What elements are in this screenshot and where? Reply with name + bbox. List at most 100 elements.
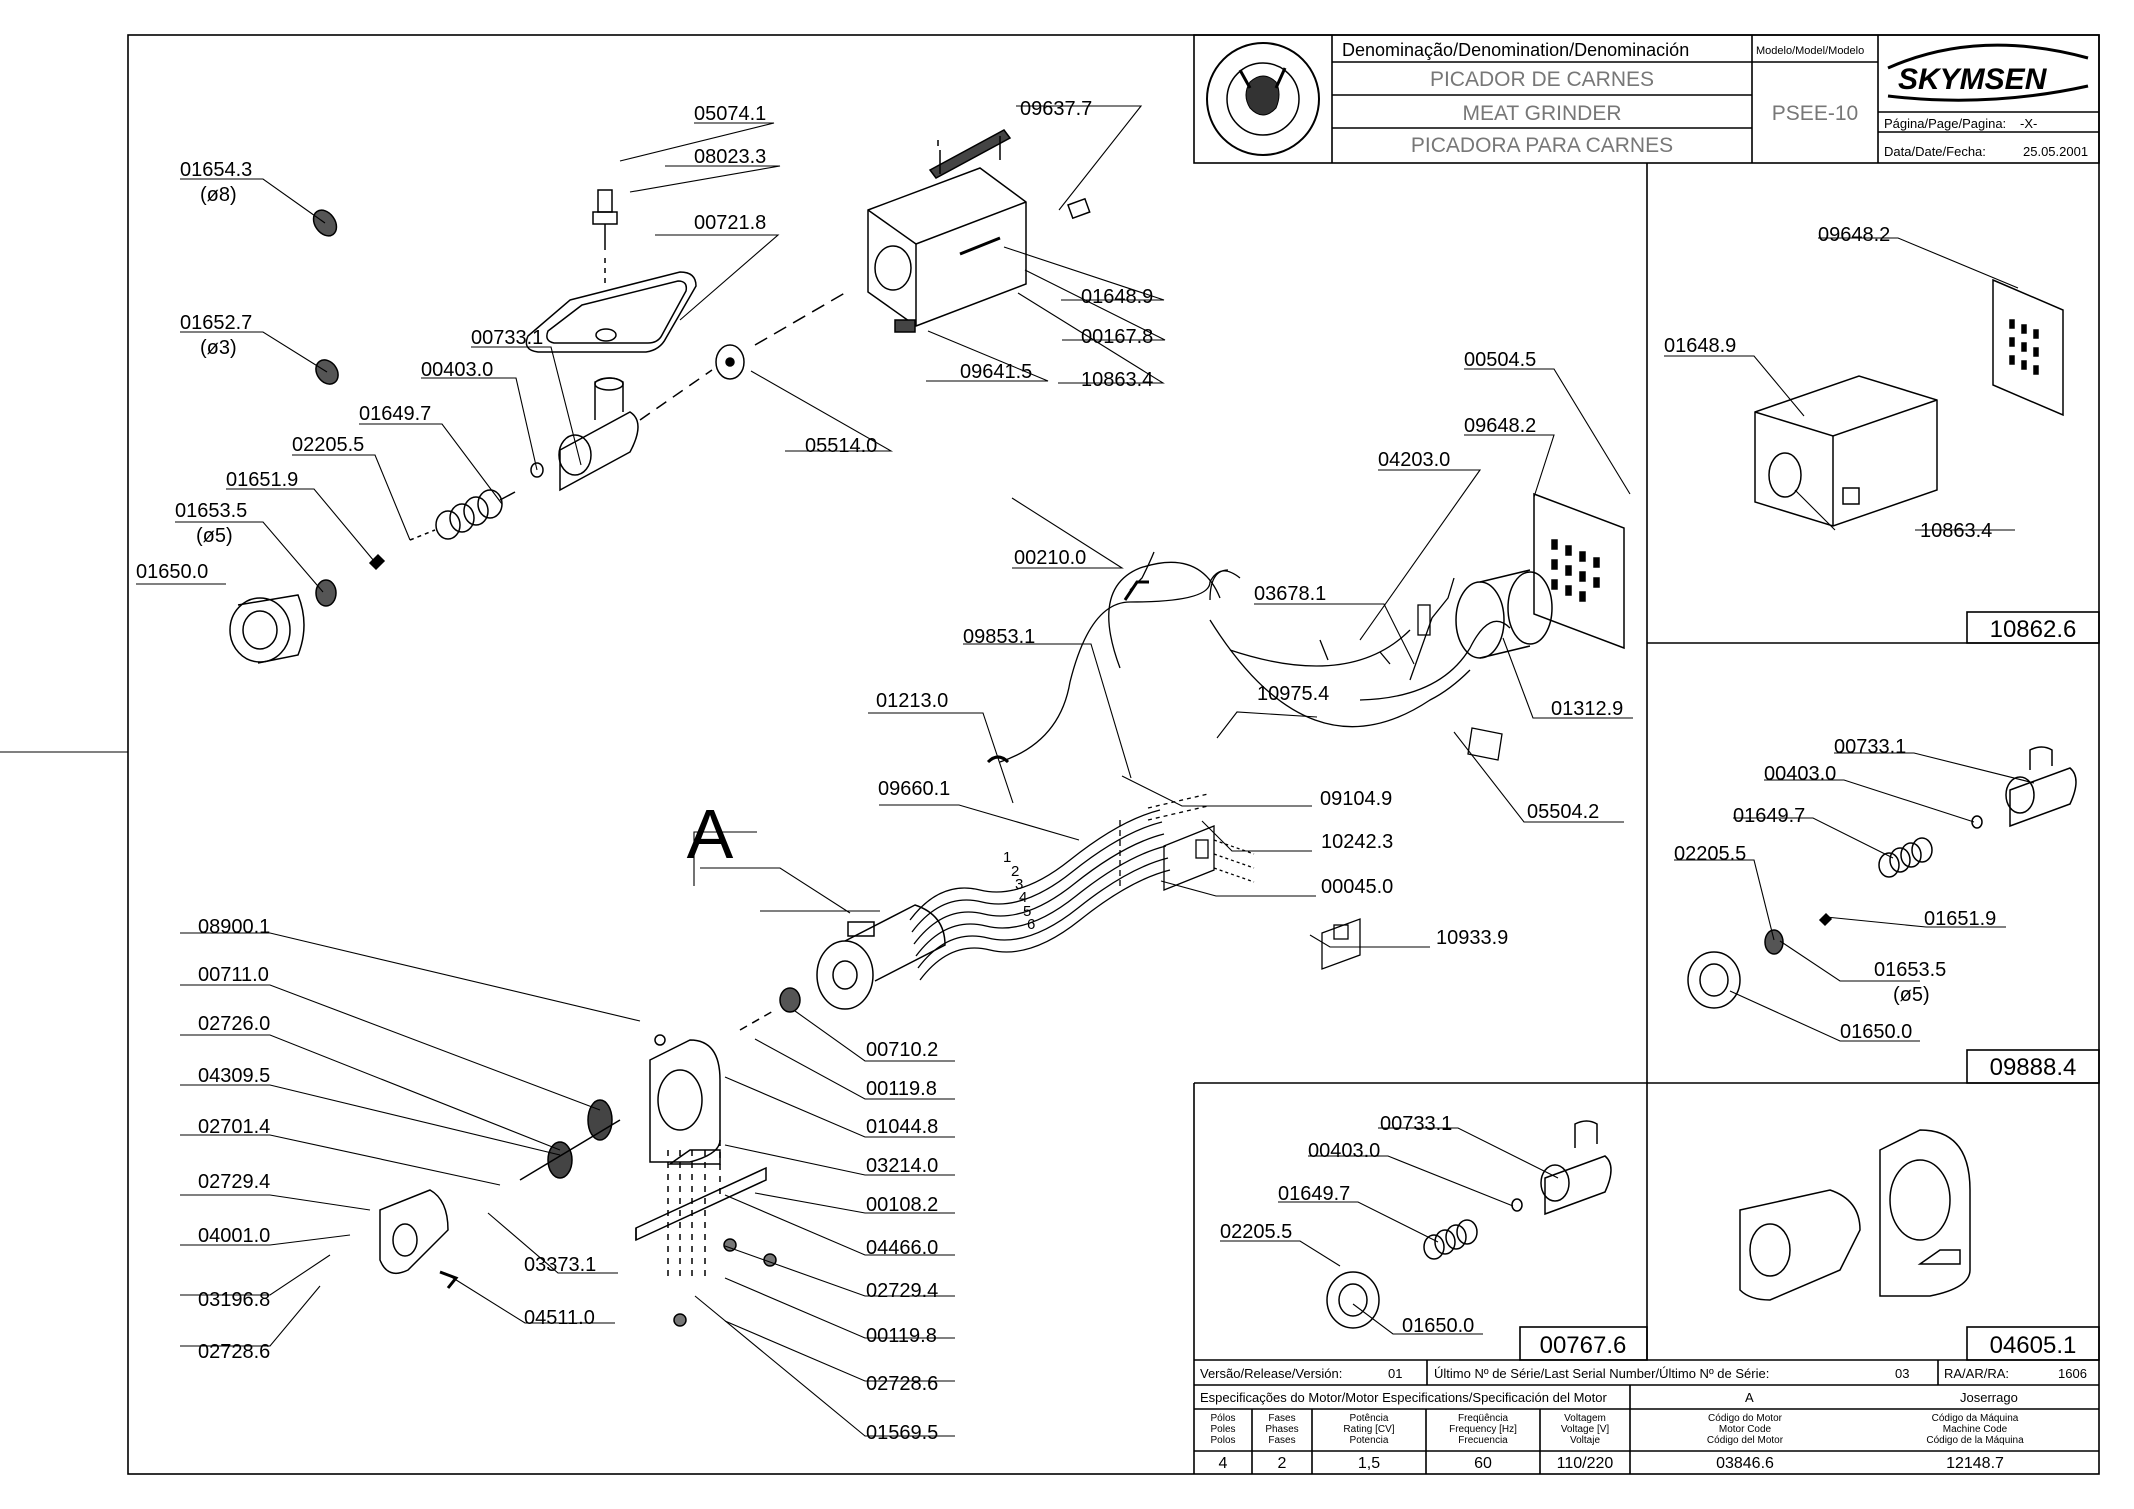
spec-value: 110/220 <box>1557 1455 1614 1472</box>
spec-value: 60 <box>1474 1455 1492 1472</box>
panel-09888-labels: 00733.1 00403.0 01649.7 02205.5 01651.9 … <box>1674 736 2076 1081</box>
wire-number: 1 <box>1003 849 1011 866</box>
part-label: 00108.2 <box>866 1194 938 1216</box>
fan-cover-parts <box>1455 492 1625 659</box>
part-label: 02205.5 <box>292 434 364 456</box>
motor-specs-table: Especificações do Motor/Motor Especifica… <box>1200 1390 2024 1472</box>
callout-a: A <box>687 795 734 873</box>
wire-number: 2 <box>1011 863 1019 880</box>
part-label: 09648.2 <box>1818 224 1890 246</box>
date-label: Data/Date/Fecha: <box>1884 144 1986 159</box>
electrical-parts <box>909 551 1511 981</box>
part-label: 08023.3 <box>694 146 766 168</box>
wire-number: 4 <box>1019 889 1027 906</box>
name-pt: PICADOR DE CARNES <box>1430 68 1654 91</box>
spec-label: Código de la Máquina <box>1926 1435 2024 1446</box>
part-label: 03373.1 <box>524 1254 596 1276</box>
part-label: 09648.2 <box>1464 415 1536 437</box>
part-label: 00403.0 <box>1308 1140 1380 1162</box>
version-label: Versão/Release/Versión: <box>1200 1366 1342 1381</box>
part-label: (ø3) <box>200 337 237 359</box>
part-label: 08900.1 <box>198 916 270 938</box>
panel-00767-head <box>1326 1120 1612 1329</box>
part-label: (ø8) <box>200 184 237 206</box>
date-value: 25.05.2001 <box>2023 144 2088 159</box>
spec-label: Fases <box>1268 1435 1295 1446</box>
wire-number: 5 <box>1023 903 1031 920</box>
part-label: 00403.0 <box>421 359 493 381</box>
name-es: PICADORA PARA CARNES <box>1411 134 1673 157</box>
grinder-head-parts <box>229 129 1091 664</box>
spec-label: Potência <box>1350 1413 1389 1424</box>
part-label: 04001.0 <box>198 1225 270 1247</box>
part-label: 02729.4 <box>866 1280 938 1302</box>
part-label: 01044.8 <box>866 1116 938 1138</box>
part-label: 09853.1 <box>963 626 1035 648</box>
part-label: 10242.3 <box>1321 831 1393 853</box>
part-label: 02728.6 <box>866 1373 938 1395</box>
part-label: 05074.1 <box>694 103 766 125</box>
part-label: 01648.9 <box>1664 335 1736 357</box>
panel-10862-housing <box>1754 278 2064 527</box>
name-en: MEAT GRINDER <box>1462 102 1621 125</box>
part-label: 00167.8 <box>1081 326 1153 348</box>
part-label: 10933.9 <box>1436 927 1508 949</box>
part-label: 00119.8 <box>866 1325 937 1347</box>
spec-label: Pólos <box>1210 1413 1235 1424</box>
page-value: -X- <box>2020 116 2037 131</box>
part-label: 00721.8 <box>694 212 766 234</box>
part-label: 10863.4 <box>1081 369 1153 391</box>
page-label: Página/Page/Pagina: <box>1884 116 2006 131</box>
spec-label: Freqüência <box>1458 1413 1508 1424</box>
spec-label: Fases <box>1268 1413 1295 1424</box>
skymsen-logo: SKYMSEN <box>1887 43 2089 102</box>
spec-label: Voltaje <box>1570 1435 1600 1446</box>
part-label: 01312.9 <box>1551 698 1623 720</box>
part-label: 00733.1 <box>1834 736 1906 758</box>
ra-label: RA/AR/RA: <box>1944 1366 2009 1381</box>
part-label: 01648.9 <box>1081 286 1153 308</box>
part-label: 02726.0 <box>198 1013 270 1035</box>
part-labels-main: 01654.3 (ø8) 01652.7 (ø3) 05074.1 08023.… <box>136 98 1623 1444</box>
part-label: 00733.1 <box>1380 1113 1452 1135</box>
spec-label: Voltagem <box>1564 1413 1606 1424</box>
part-label: (ø5) <box>196 525 233 547</box>
brand-text: SKYMSEN <box>1898 63 2048 96</box>
part-label: 01213.0 <box>876 690 948 712</box>
part-label: 02205.5 <box>1220 1221 1292 1243</box>
panel-04605-gearbox <box>1739 1129 1971 1301</box>
specs-col-a: A <box>1745 1390 1754 1405</box>
wire-number: 3 <box>1015 876 1023 893</box>
part-label: 02205.5 <box>1674 843 1746 865</box>
part-label: 01569.5 <box>866 1422 938 1444</box>
model-header: Modelo/Model/Modelo <box>1756 45 1864 57</box>
part-label: 05504.2 <box>1527 801 1599 823</box>
authorized-service-seal-icon <box>1206 42 1320 156</box>
part-label: 01651.9 <box>226 469 298 491</box>
part-label: 00504.5 <box>1464 349 1536 371</box>
panel-00767-labels: 00733.1 00403.0 01649.7 02205.5 01650.0 … <box>1220 1113 1626 1359</box>
part-label: 01653.5 <box>1874 959 1946 981</box>
part-label: 01649.7 <box>1278 1183 1350 1205</box>
part-label: 04309.5 <box>198 1065 270 1087</box>
spec-value: 4 <box>1219 1455 1228 1472</box>
panel-id: 04605.1 <box>1990 1332 2077 1359</box>
spec-label: Frequency [Hz] <box>1449 1424 1517 1435</box>
part-label: 02701.4 <box>198 1116 270 1138</box>
spec-label: Machine Code <box>1943 1424 2008 1435</box>
wire-number: 6 <box>1027 916 1035 933</box>
part-label: 01653.5 <box>175 500 247 522</box>
ra-value: 1606 <box>2058 1366 2087 1381</box>
spec-label: Código da Máquina <box>1932 1413 2019 1424</box>
spec-value: 1,5 <box>1358 1455 1380 1472</box>
panel-id: 10862.6 <box>1990 616 2077 643</box>
part-label: 04511.0 <box>524 1307 595 1329</box>
spec-value: 12148.7 <box>1946 1455 2004 1472</box>
part-label: 04466.0 <box>866 1237 938 1259</box>
panel-id: 00767.6 <box>1540 1332 1627 1359</box>
part-label: 05514.0 <box>805 435 877 457</box>
spec-value: 03846.6 <box>1716 1455 1774 1472</box>
specs-author: Joserrago <box>1960 1390 2018 1405</box>
part-label: 00210.0 <box>1014 547 1086 569</box>
